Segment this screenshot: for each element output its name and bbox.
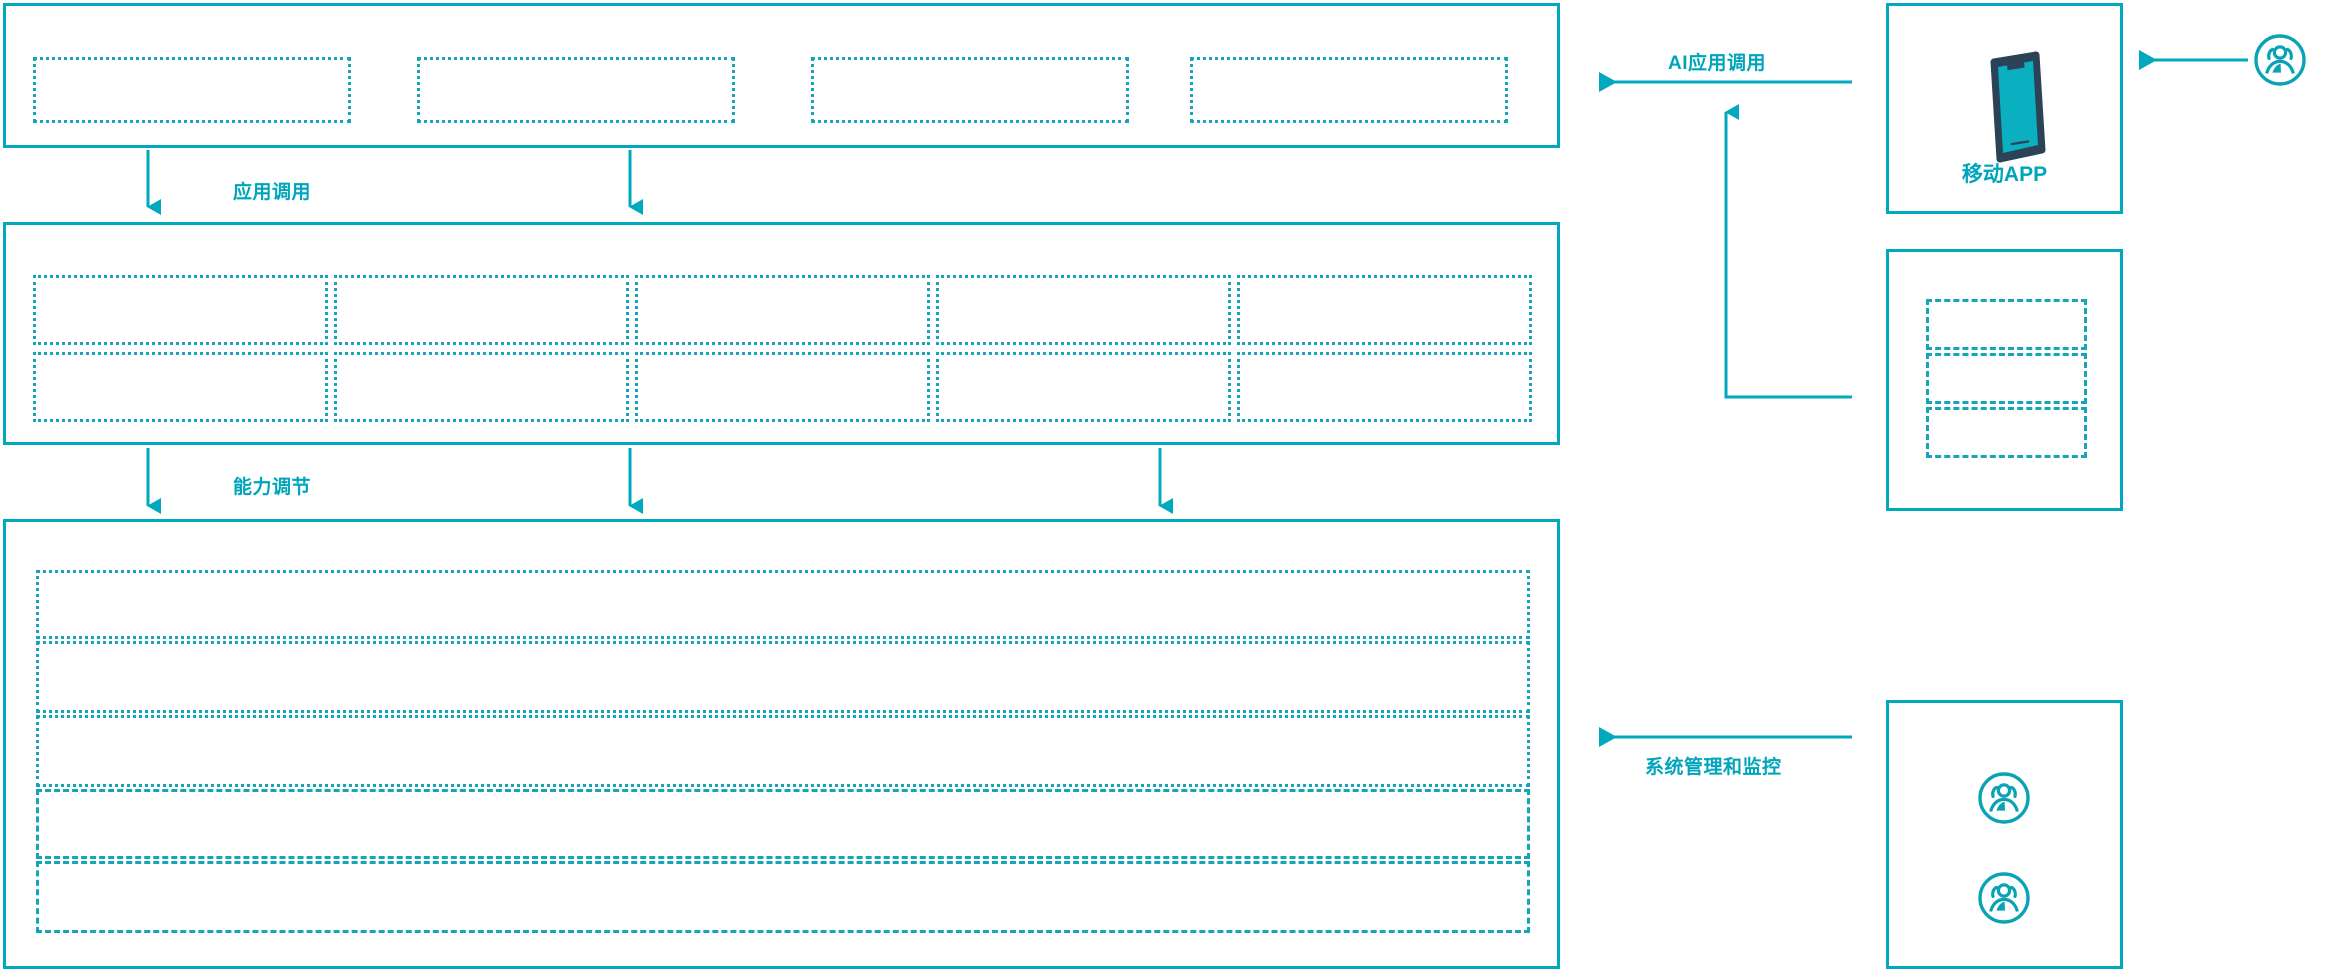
capability-slot-5-bottom[interactable]	[1237, 352, 1532, 422]
channel-slot-1[interactable]	[1926, 299, 2087, 350]
user-group-icon-2[interactable]	[1976, 870, 2032, 931]
infrastructure-row-2[interactable]	[36, 641, 1530, 713]
capability-slot-4-bottom[interactable]	[936, 352, 1231, 422]
connector-label-system-management: 系统管理和监控	[1645, 757, 1782, 778]
infrastructure-row-1[interactable]	[36, 570, 1530, 639]
channel-panel[interactable]	[1886, 249, 2123, 511]
infrastructure-row-5[interactable]	[36, 861, 1530, 933]
infrastructure-layer-panel[interactable]	[3, 519, 1560, 969]
capability-slot-2-top[interactable]	[334, 275, 629, 345]
capability-slot-4-top[interactable]	[936, 275, 1231, 345]
capability-layer-panel[interactable]	[3, 222, 1560, 445]
connector-label-capability-adjust: 能力调节	[233, 477, 312, 498]
application-layer-panel[interactable]	[3, 3, 1560, 148]
channel-slot-3[interactable]	[1926, 407, 2087, 458]
infrastructure-row-3[interactable]	[36, 715, 1530, 787]
app-slot-4[interactable]	[1190, 57, 1508, 123]
capability-slot-1-bottom[interactable]	[33, 352, 328, 422]
channel-slot-2[interactable]	[1926, 353, 2087, 404]
capability-slot-3-top[interactable]	[635, 275, 930, 345]
capability-slot-3-bottom[interactable]	[635, 352, 930, 422]
capability-slot-1-top[interactable]	[33, 275, 328, 345]
smartphone-icon	[1962, 38, 2092, 188]
app-slot-1[interactable]	[33, 57, 351, 123]
infrastructure-row-4[interactable]	[36, 789, 1530, 859]
user-group-icon-1[interactable]	[1976, 770, 2032, 831]
capability-slot-5-top[interactable]	[1237, 275, 1532, 345]
connector-label-app-call: 应用调用	[233, 182, 312, 203]
operations-panel[interactable]	[1886, 700, 2123, 969]
capability-slot-2-bottom[interactable]	[334, 352, 629, 422]
mobile-app-caption: 移动APP	[1961, 163, 2048, 186]
end-user-icon[interactable]	[2252, 32, 2308, 93]
app-slot-2[interactable]	[417, 57, 735, 123]
app-slot-3[interactable]	[811, 57, 1129, 123]
connector-label-ai-app-call: AI应用调用	[1668, 53, 1767, 74]
